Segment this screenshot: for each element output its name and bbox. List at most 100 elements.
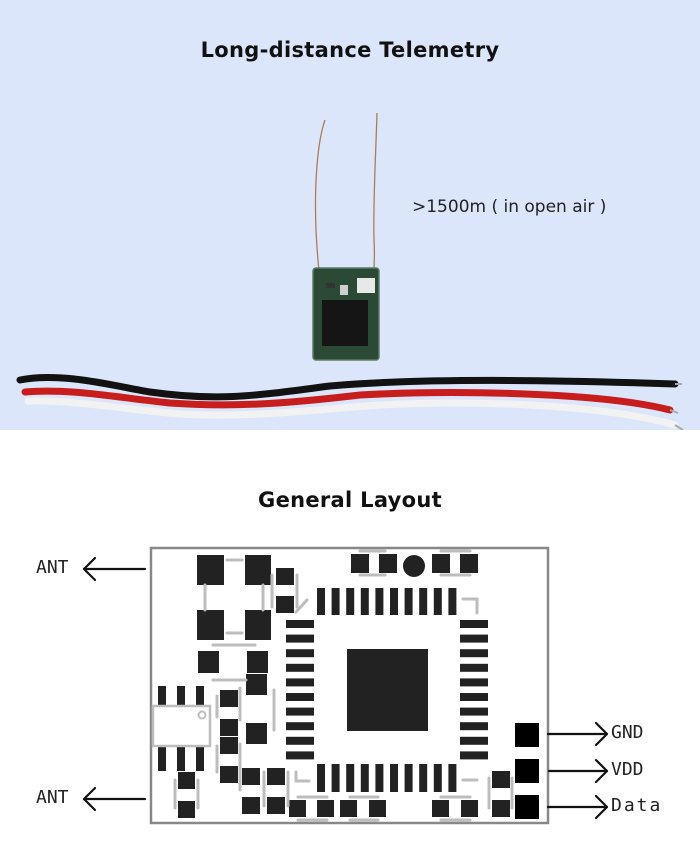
qfn-pin-left [286,722,314,731]
smd-pad [220,719,238,736]
qfn-pin-top [433,588,442,615]
led-pad [403,555,425,577]
ic-pin [177,686,185,711]
qfn-pin-bottom [360,764,369,792]
cable-white [24,397,679,429]
data-arrow [546,794,609,820]
smd-pad [276,568,294,585]
smd-pad [379,554,397,573]
connector-pad-data [515,795,539,819]
smd-pad [492,800,510,817]
qfn-pin-bottom [331,764,340,792]
antenna-wire-right [373,112,378,271]
pin-label-vdd: VDD [611,759,644,780]
pin-label-data: Data [611,795,663,816]
ic-pin [196,686,204,711]
cable-red [21,387,674,414]
qfn-pin-top [360,588,369,615]
qfn-pin-right [460,736,488,745]
pin1-marker [197,710,207,720]
qfn-pin-left [286,649,314,658]
smd-pad [247,651,268,673]
smd-pad [432,554,450,573]
smd-pad [220,690,238,707]
smd-pad [267,768,285,785]
smd-pad [432,800,449,817]
qfn-pin-right [460,751,488,760]
crystal-pad [197,610,224,640]
pin-label-ant-top: ANT [36,557,69,578]
qfn-pin-left [286,751,314,760]
smd-pad [220,737,238,754]
qfn-pin-top [375,588,384,615]
qfn-pin-top [346,588,355,615]
smd-pad [289,800,306,817]
ant-arrow-bottom [82,786,147,812]
qfn-pin-left [286,693,314,701]
qfn-pin-left [286,678,314,687]
qfn-pin-left [286,707,314,716]
qfn-pin-bottom [419,764,428,792]
ic-pin [158,746,166,771]
range-label: >1500m ( in open air ) [412,197,607,217]
qfn-pin-top [404,588,413,615]
qfn-pin-left [286,736,314,745]
cable-black [16,374,679,401]
qfn-pin-bottom [317,764,325,792]
qfn-pin-right [460,678,488,687]
receiver-chip [322,300,368,346]
telemetry-title: Long-distance Telemetry [200,38,500,62]
qfn-pin-left [286,663,314,672]
smd-pad [220,766,238,783]
smd-pad [246,674,267,695]
pin-label-ant-bottom: ANT [36,787,69,808]
qfn-pin-bottom [448,764,457,792]
crystal-pad [197,555,224,585]
ant-arrow-top [82,556,147,582]
qfn-pin-top [390,588,398,615]
qfn-pin-top [448,588,457,615]
smd-pad [460,554,478,573]
qfn-pin-bottom [390,764,398,792]
smd-pad [267,797,285,814]
silkscreen-line [294,598,309,614]
qfn-pin-right [460,649,488,658]
smd-pad [351,554,369,573]
qfn-pin-bottom [346,764,355,792]
qfn-pin-right [460,663,488,672]
crystal-pad [245,555,271,585]
qfn-pin-right [460,693,488,701]
smd-pad [246,723,267,744]
qfn-pin-left [286,620,314,628]
ic-pin [196,746,204,771]
receiver-photo [16,112,684,430]
qfn-pin-right [460,634,488,643]
qfn-pin-top [331,588,340,615]
vdd-arrow [547,758,609,784]
connector-pad-gnd [515,723,539,747]
smd-pad [242,768,260,785]
qfn-pin-top [419,588,428,615]
qfn-pin-bottom [375,764,384,792]
qfn-pin-bottom [433,764,442,792]
smd-pad [242,797,260,814]
smd-pad [369,800,386,817]
smd-pad [461,800,478,817]
qfn-pin-top [317,588,325,615]
pin-label-gnd: GND [611,722,644,743]
crystal-pad [245,610,271,640]
smd-pad [317,800,334,817]
qfn-pin-right [460,707,488,716]
antenna-wire-left [314,119,326,271]
smd-pad [492,771,510,788]
qfn-pin-left [286,634,314,643]
qfn-pin-bottom [404,764,413,792]
smd-pad [276,596,294,613]
connector-pad-vdd [515,759,539,783]
smd-pad [340,800,357,817]
ic-pin [158,686,166,711]
smd-pad [178,801,195,818]
gnd-arrow [546,721,609,747]
layout-title: General Layout [258,488,442,512]
